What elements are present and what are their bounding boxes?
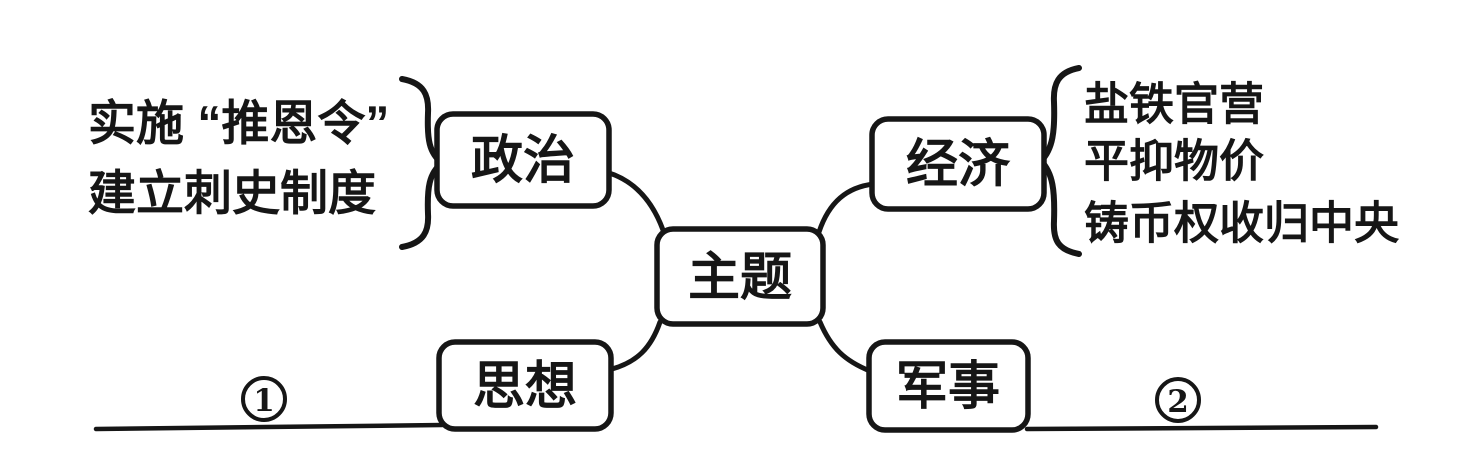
politics-item-1: 实施 “推恩令” <box>88 98 389 151</box>
blank-line-military <box>1024 424 1379 432</box>
circled-number-2: 2 <box>1155 377 1201 423</box>
economy-item-1: 盐铁官营 <box>1084 79 1264 130</box>
connector-politics-center <box>603 169 666 233</box>
circled-number-1-circle <box>241 376 287 422</box>
node-box-thought <box>436 339 614 432</box>
node-label-thought: 思想 <box>473 358 577 416</box>
node-box-economy <box>869 116 1047 212</box>
politics-item-2: 建立刺史制度 <box>88 168 376 221</box>
node-label-politics: 政治 <box>471 132 575 190</box>
connector-center-economy <box>816 181 877 235</box>
circled-number-1: 1 <box>241 376 287 422</box>
node-box-center <box>654 226 826 327</box>
circled-number-1-digit: 1 <box>253 383 275 419</box>
circled-number-2-circle <box>1155 377 1201 423</box>
node-box-military <box>866 339 1031 433</box>
blank-line-thought <box>93 422 445 432</box>
node-label-center: 主题 <box>688 249 792 307</box>
connector-center-thought <box>609 319 663 372</box>
economy-item-3: 铸币权收归中央 <box>1084 198 1400 249</box>
economy-item-2: 平抑物价 <box>1084 136 1264 187</box>
connector-center-military <box>817 319 873 374</box>
node-label-economy: 经济 <box>906 136 1011 194</box>
circled-number-2-digit: 2 <box>1167 384 1189 420</box>
node-label-military: 军事 <box>896 358 1000 416</box>
node-box-politics <box>434 111 612 209</box>
